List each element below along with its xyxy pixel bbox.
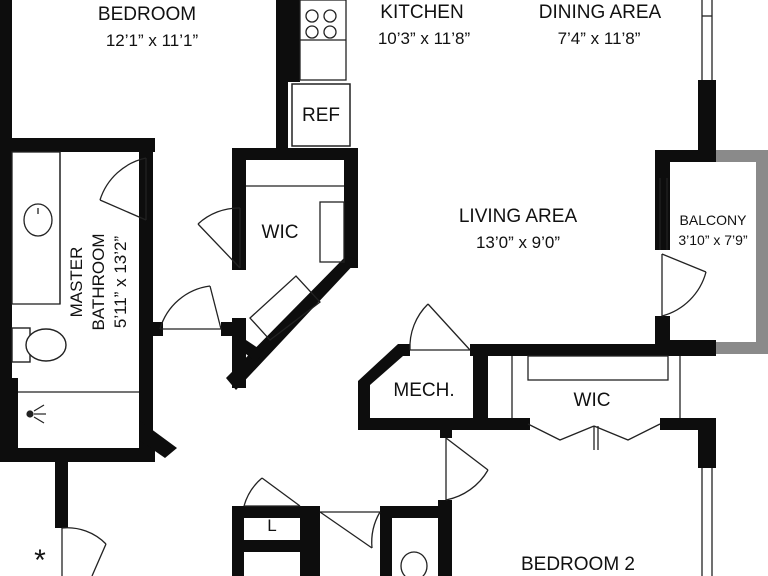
ref-label: REF xyxy=(302,105,340,126)
balcony-rail xyxy=(716,150,768,354)
master-bath-name-1: MASTER xyxy=(67,247,86,318)
shower-head xyxy=(26,404,46,424)
refrigerator xyxy=(291,83,351,147)
fixture-lines xyxy=(11,0,713,576)
master-bath-label: MASTER BATHROOM 5’11” x 13’2” xyxy=(67,234,130,331)
wic-2-name: WIC xyxy=(574,390,611,411)
living-size: 13’0” x 9’0” xyxy=(476,233,560,252)
bedroom-name: BEDROOM xyxy=(98,4,196,25)
dining-name: DINING AREA xyxy=(539,2,662,23)
toilet xyxy=(11,327,67,363)
bath-sink xyxy=(23,203,53,237)
kitchen-name: KITCHEN xyxy=(380,2,463,23)
master-bath-name-2: BATHROOM xyxy=(89,234,108,331)
wic-1-name: WIC xyxy=(262,222,299,243)
mech-name: MECH. xyxy=(393,380,454,401)
balcony-name: BALCONY xyxy=(680,212,748,228)
asterisk-mark: * xyxy=(34,544,46,576)
bath2-sink xyxy=(400,551,428,576)
kitchen-size: 10’3” x 11’8” xyxy=(378,29,471,48)
bedroom-size: 12’1” x 11’1” xyxy=(106,31,199,50)
room-labels: BEDROOM 12’1” x 11’1” KITCHEN 10’3” x 11… xyxy=(34,2,748,576)
balcony-size: 3’10” x 7’9” xyxy=(678,232,748,248)
stove xyxy=(305,9,337,39)
living-name: LIVING AREA xyxy=(459,206,578,227)
bedroom2-name: BEDROOM 2 xyxy=(521,554,635,575)
master-bath-size: 5’11” x 13’2” xyxy=(111,236,130,329)
laundry-label: L xyxy=(267,516,276,535)
door-swings xyxy=(61,157,707,576)
dining-size: 7’4” x 11’8” xyxy=(558,29,641,48)
